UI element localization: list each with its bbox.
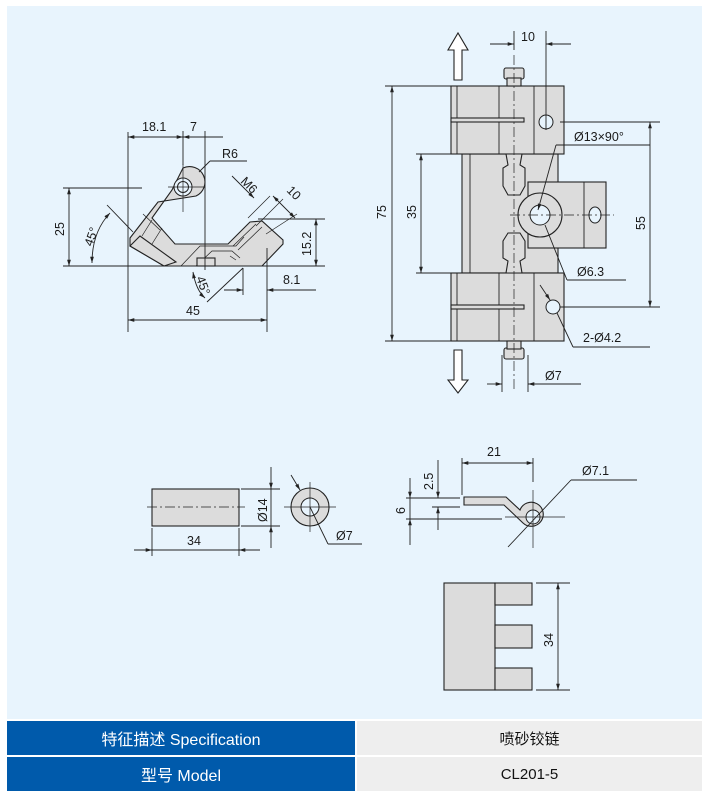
dim-r6: R6 [222, 147, 238, 161]
spec-value-model: CL201-5 [357, 757, 702, 791]
spring-view: 21 2.5 6 Ø7.1 [394, 445, 637, 548]
drawing-panel [7, 6, 702, 719]
hinge-thread-lines [229, 223, 263, 261]
plunger-top [502, 153, 526, 196]
technical-drawing: 18.1 7 R6 25 45° M6 10 15.2 45° [53, 30, 660, 691]
leaf-view: 34 [443, 582, 570, 691]
dim-pin-34: 34 [187, 534, 201, 548]
dim-45-width: 45 [186, 304, 200, 318]
dim-55: 55 [634, 216, 648, 230]
dim-25: 25 [53, 222, 67, 236]
hinge-chamfer [129, 235, 178, 267]
dim-45-left: 45° [82, 225, 102, 248]
leaf-tab-bottom [494, 667, 533, 691]
top-slot [450, 117, 525, 123]
dim-countersink: Ø13×90° [574, 130, 624, 144]
dim-pin-hole-7: Ø7 [336, 529, 353, 543]
dim-10-top: 10 [521, 30, 535, 44]
dim-pin-14: Ø14 [256, 498, 270, 522]
pin-body [151, 488, 240, 527]
dim-15-2: 15.2 [300, 232, 314, 256]
dim-leaf-34: 34 [542, 633, 556, 647]
spec-value-specification: 喷砂铰链 [357, 721, 702, 755]
leaf-tab-middle [494, 624, 533, 649]
dim-pin-7: Ø7 [545, 369, 562, 383]
hinge-detail-lines [141, 213, 163, 245]
mount-hole-bottom [545, 299, 561, 315]
leaf-body [443, 582, 496, 691]
dim-hole-6-3: Ø6.3 [577, 265, 604, 279]
dim-spring-2-5: 2.5 [422, 473, 436, 490]
dim-45-bottom: 45° [193, 274, 213, 297]
dim-m6: M6 [238, 174, 260, 196]
hinge-leaf-profile [129, 166, 284, 267]
dim-spring-21: 21 [487, 445, 501, 459]
dim-18-1: 18.1 [142, 120, 166, 134]
hinge-slot [196, 257, 216, 267]
leaf-tab-top [494, 582, 533, 606]
dim-10: 10 [284, 183, 304, 203]
dim-75: 75 [375, 205, 389, 219]
bottom-slot [450, 304, 525, 310]
dim-spring-6: 6 [394, 507, 408, 514]
spec-row-model: 型号 Model CL201-5 [7, 757, 702, 791]
dim-mount-holes: 2-Ø4.2 [583, 331, 621, 345]
spec-label-specification: 特征描述 Specification [7, 721, 355, 755]
spring-body [463, 496, 544, 527]
up-arrow-icon [447, 31, 469, 81]
spec-row-specification: 特征描述 Specification 喷砂铰链 [7, 721, 702, 755]
dim-7: 7 [190, 120, 197, 134]
side-view: 18.1 7 R6 25 45° M6 10 15.2 45° [53, 120, 325, 332]
spec-label-model: 型号 Model [7, 757, 355, 791]
spec-table: 特征描述 Specification 喷砂铰链 型号 Model CL201-5 [7, 721, 702, 793]
dim-spring-7-1: Ø7.1 [582, 464, 609, 478]
dim-8-1: 8.1 [283, 273, 300, 287]
front-view: 10 Ø13×90° 75 35 55 Ø6.3 2-Ø4.2 Ø7 [375, 30, 660, 394]
dim-35: 35 [405, 205, 419, 219]
pin-view: Ø14 34 Ø7 [134, 467, 362, 556]
down-arrow-icon [446, 349, 470, 394]
